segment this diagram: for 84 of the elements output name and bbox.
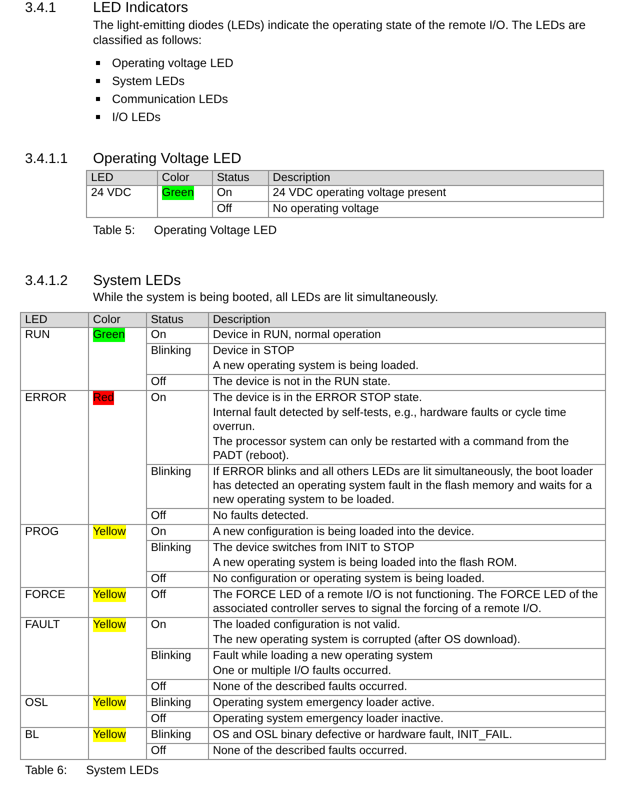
description-text: None of the described faults occurred.: [212, 744, 408, 758]
description-text: No configuration or operating system is being loaded.: [212, 572, 486, 586]
section-heading: LED Indicators: [93, 1, 188, 16]
table-caption: System LEDs: [86, 763, 159, 778]
status-text: On: [150, 525, 168, 539]
description-text: Internal fault detected by self-tests, e.g., hardware faults or cycle time overrun.: [212, 406, 568, 434]
status-text: On: [150, 328, 168, 342]
led-name: 24 VDC: [91, 186, 132, 200]
section-number: 3.4.1.2: [25, 273, 69, 288]
status-text: Off: [150, 572, 168, 586]
section-number: 3.4.1.1: [25, 151, 69, 166]
led-name: FORCE: [25, 588, 66, 602]
status-text: Blinking: [150, 465, 192, 479]
header-cell: Color: [157, 170, 212, 186]
status-text: Blinking: [150, 541, 192, 555]
description-text: 24 VDC operating voltage present: [272, 186, 448, 200]
header-cell: Description: [208, 312, 606, 328]
header-cell: Description: [268, 170, 604, 186]
section-heading: Operating Voltage LED: [93, 152, 242, 167]
header-cell: LED: [20, 312, 88, 328]
section-number: 3.4.1: [25, 0, 58, 15]
description-text: The processor system can only be restarted with a command from the PADT (reboot).: [212, 435, 570, 463]
color-highlight: Yellow: [92, 696, 126, 710]
status-text: Off: [150, 375, 168, 389]
status-text: Off: [216, 202, 233, 216]
status-text: On: [150, 618, 168, 632]
description-text: The FORCE LED of a remote I/O is not functioning. The FORCE LED of the associated controller serves to signal the forcing of a remote I/O.: [212, 588, 600, 616]
description-text: Device in RUN, normal operation: [212, 328, 382, 342]
description-text: One or multiple I/O faults occurred.: [212, 664, 392, 678]
led-name: FAULT: [25, 618, 61, 632]
paragraph: While the system is being booted, all LEDs are lit simultaneously.: [93, 290, 438, 305]
color-highlight: Yellow: [92, 525, 126, 539]
description-text: A new operating system is being loaded.: [212, 359, 420, 373]
description-text: The device switches from INIT to STOP: [212, 541, 416, 555]
description-text: None of the described faults occurred.: [212, 680, 408, 694]
description-text: If ERROR blinks and all others LEDs are lit simultaneously, the boot loader has detected an operating system fault in the flash memory and waits for a new operating system to be loaded.: [212, 465, 594, 507]
description-text: The new operating system is corrupted (after OS download).: [212, 633, 522, 647]
bullet-item: Operating voltage LED: [112, 56, 234, 70]
description-text: The loaded configuration is not valid.: [212, 618, 402, 632]
description-text: The device is not in the RUN state.: [212, 375, 392, 389]
status-text: Blinking: [150, 344, 192, 358]
status-text: Off: [150, 744, 168, 758]
color-highlight: Green: [162, 186, 194, 200]
led-name: PROG: [25, 525, 60, 539]
status-text: On: [216, 186, 234, 200]
description-text: A new configuration is being loaded into the device.: [212, 525, 476, 539]
status-text: Off: [150, 712, 168, 726]
header-cell: Color: [88, 312, 146, 328]
led-name: BL: [25, 728, 40, 742]
color-highlight: Red: [92, 391, 114, 405]
status-text: On: [150, 391, 168, 405]
description-text: Fault while loading a new operating system: [212, 649, 434, 663]
paragraph: The light-emitting diodes (LEDs) indicate the operating state of the remote I/O. The LEDs are classified as follows:: [93, 18, 587, 48]
led-name: ERROR: [25, 391, 68, 405]
table-caption-number: Table 5:: [93, 223, 136, 238]
description-text: Operating system emergency loader inactive.: [212, 712, 445, 726]
bullet-item: Communication LEDs: [112, 92, 228, 106]
description-text: A new operating system is being loaded into the flash ROM.: [212, 556, 518, 570]
description-text: No operating voltage: [272, 202, 380, 216]
status-text: Blinking: [150, 696, 192, 710]
description-text: Operating system emergency loader active.: [212, 696, 436, 710]
status-text: Blinking: [150, 649, 192, 663]
status-text: Blinking: [150, 728, 192, 742]
status-text: Off: [150, 509, 168, 523]
color-highlight: Green: [92, 328, 125, 342]
color-highlight: Yellow: [92, 588, 126, 602]
description-text: Device in STOP: [212, 344, 296, 358]
section-heading: System LEDs: [93, 274, 181, 289]
table-caption: Operating Voltage LED: [154, 223, 277, 238]
color-highlight: Yellow: [92, 728, 126, 742]
color-highlight: Yellow: [92, 618, 126, 632]
bullet-item: I/O LEDs: [112, 110, 161, 124]
header-cell: Status: [146, 312, 208, 328]
led-name: OSL: [25, 696, 50, 710]
status-text: Off: [150, 680, 168, 694]
header-cell: LED: [86, 170, 158, 186]
description-text: No faults detected.: [212, 509, 310, 523]
led-name: RUN: [25, 328, 51, 342]
description-text: OS and OSL binary defective or hardware fault, INIT_FAIL.: [212, 728, 514, 742]
bullet-item: System LEDs: [112, 74, 185, 88]
status-text: Off: [150, 588, 168, 602]
table-caption-number: Table 6:: [25, 763, 68, 778]
description-text: The device is in the ERROR STOP state.: [212, 391, 424, 405]
header-cell: Status: [212, 170, 268, 186]
